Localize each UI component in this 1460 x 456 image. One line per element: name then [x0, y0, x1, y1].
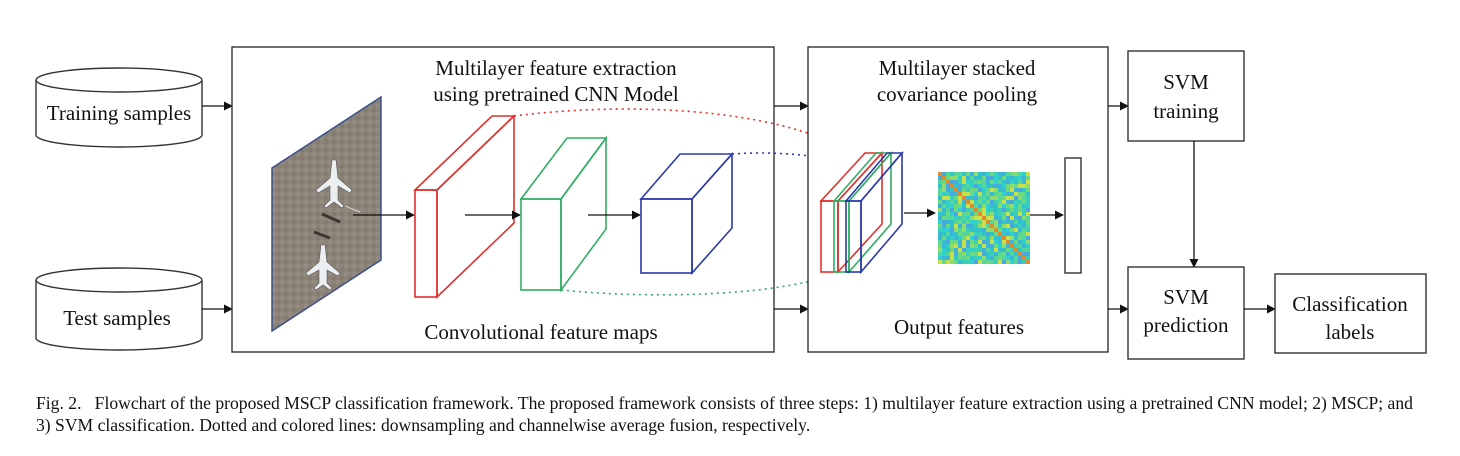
- pooling-title-line1: Multilayer stacked: [879, 56, 1036, 80]
- svm-prediction-line1: SVM: [1163, 285, 1209, 309]
- figure-caption-text: Flowchart of the proposed MSCP classific…: [36, 393, 1413, 435]
- conv-feature-maps-label: Convolutional feature maps: [424, 320, 657, 344]
- feature-extraction-panel: Multilayer feature extraction using pret…: [231, 46, 775, 353]
- svm-prediction-line2: prediction: [1143, 313, 1229, 337]
- figure-label: Fig. 2.: [36, 393, 82, 413]
- classification-labels-line2: labels: [1326, 320, 1375, 344]
- training-samples-label: Training samples: [47, 101, 191, 125]
- figure-caption: Fig. 2. Flowchart of the proposed MSCP c…: [36, 392, 1431, 436]
- extraction-title-line1: Multilayer feature extraction: [435, 56, 677, 80]
- extraction-title-line2: using pretrained CNN Model: [433, 82, 679, 106]
- airplane-icon: [315, 159, 353, 209]
- classification-labels-line1: Classification: [1292, 292, 1408, 316]
- downsampling-line-red: [513, 108, 869, 164]
- output-features-label: Output features: [894, 315, 1024, 339]
- svm-training-box: SVM training: [1127, 50, 1245, 142]
- test-samples-label: Test samples: [63, 306, 171, 330]
- test-samples-database: Test samples: [35, 267, 203, 351]
- covariance-matrix-heatmap: [938, 172, 1030, 264]
- input-aerial-image: [271, 95, 382, 333]
- stacked-feature-maps: [819, 150, 904, 275]
- covariance-pooling-panel: Multilayer stacked covariance pooling Ou…: [807, 46, 1109, 353]
- downsampling-line-blue: [731, 152, 880, 177]
- conv-layer-2-block: [519, 135, 608, 293]
- svm-training-line2: training: [1153, 99, 1219, 123]
- airplane-icon: [305, 244, 341, 291]
- classification-labels-box: Classification labels: [1274, 273, 1427, 354]
- svm-prediction-box: SVM prediction: [1127, 266, 1245, 360]
- mscp-flowchart: Training samples Test samples Multilayer…: [35, 46, 1427, 360]
- pooling-title-line2: covariance pooling: [877, 82, 1038, 106]
- training-samples-database: Training samples: [35, 67, 203, 148]
- feature-vector: [1064, 157, 1082, 274]
- svm-training-line1: SVM: [1163, 70, 1209, 94]
